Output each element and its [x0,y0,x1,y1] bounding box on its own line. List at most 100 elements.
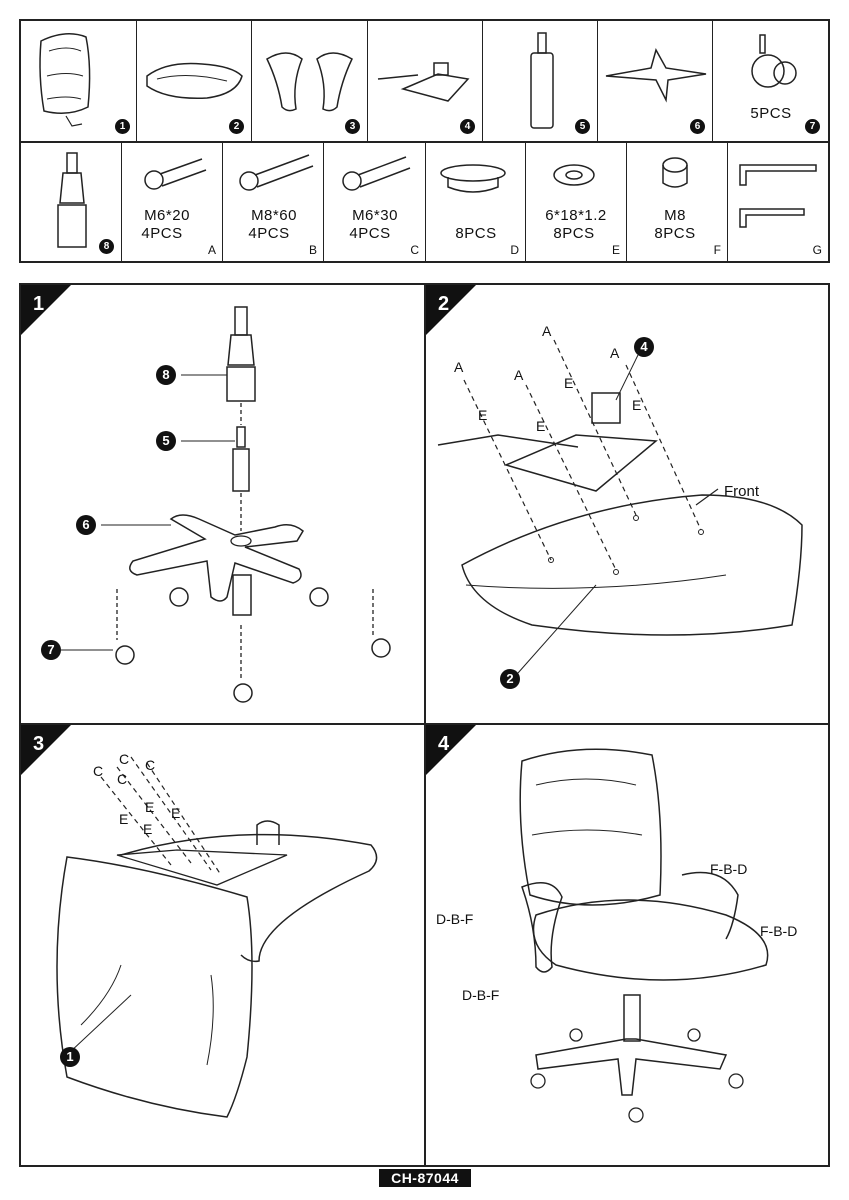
part-cell-g: G [728,143,828,261]
label-f-b-d-right-bottom: F-B-D [760,923,798,939]
part-number: 7 [805,119,820,134]
armrests-icon [266,52,353,112]
label-e: E [119,811,129,827]
backrest-to-seat-drawing [56,756,378,1118]
part-number: 6 [690,119,705,134]
chair-backrest-icon [39,33,91,127]
parts-table-divider [19,141,830,143]
cylinder-cover-icon [57,152,87,248]
chair-base-icon [605,48,707,103]
step-1-callout-5: 5 [156,431,176,451]
label-e: E [536,418,546,434]
part-cell-a: M6*20 4PCS A [122,143,223,261]
part-spec: M8*60 [251,207,297,224]
label-a: A [542,323,552,339]
label-d-b-f-left-bottom: D-B-F [462,987,500,1003]
part-letter: G [812,243,822,257]
part-cell-6: 6 [598,21,713,141]
label-c: C [119,751,130,767]
label-c: C [93,763,104,779]
part-cell-b: M8*60 4PCS B [223,143,324,261]
part-quantity: 5PCS [750,105,792,122]
part-letter: E [611,243,620,257]
step-1-callout-8: 8 [156,365,176,385]
label-front: Front [724,483,760,500]
label-a: A [610,345,620,361]
base-assembly-drawing [61,306,391,703]
step-1-callout-6: 6 [76,515,96,535]
step-number: 1 [33,293,45,315]
part-cell-3: 3 [252,21,368,141]
step-2-callout-4: 4 [634,337,654,357]
label-e: E [145,799,155,815]
step-badge [426,285,476,335]
step-4-panel: 4 F-B-D F-B-D D-B-F D-B-F [426,725,828,1165]
label-d-b-f-left-top: D-B-F [436,911,474,927]
part-quantity: 8PCS [455,225,497,242]
step-badge [21,285,71,335]
part-spec: M8 [664,207,686,224]
label-c: C [117,771,128,787]
label-f-b-d-right-top: F-B-D [710,861,748,877]
bolt-icon [144,158,207,190]
washer-icon [553,164,595,186]
step-badge [21,725,71,775]
gas-cylinder-icon [530,32,554,129]
part-quantity: 4PCS [141,225,183,242]
part-cell-5: 5 [483,21,598,141]
part-cell-e: 6*18*1.2 8PCS E [526,143,627,261]
label-e: E [143,821,153,837]
part-letter: D [510,243,519,257]
label-a: A [514,367,524,383]
label-e: E [632,397,642,413]
part-number: 2 [229,119,244,134]
part-number: 4 [460,119,475,134]
label-e: E [171,805,181,821]
part-number: 5 [575,119,590,134]
part-cell-8: 8 [21,143,122,261]
step-3-panel: 3 C C C C E E E E 1 [21,725,424,1165]
part-cell-4: 4 [368,21,483,141]
part-letter: C [410,243,419,257]
part-letter: A [207,243,216,257]
label-e: E [564,375,574,391]
part-cell-1: 1 [21,21,137,141]
step-number: 4 [438,733,450,755]
step-number: 2 [438,293,450,315]
steps-horizontal-divider [19,723,830,725]
label-a: A [454,359,464,375]
step-1-panel: 1 8 5 6 7 [21,285,424,723]
label-e: E [478,407,488,423]
part-number: 3 [345,119,360,134]
mechanism-to-seat-drawing [437,339,803,674]
part-number: 1 [115,119,130,134]
step-number: 3 [33,733,45,755]
step-2-panel: 2 A E A E A E A E Front 4 2 [426,285,828,723]
part-cell-7: 5PCS 7 [713,21,828,141]
part-spec: M6*20 [144,207,190,224]
label-c: C [145,757,156,773]
part-cell-2: 2 [137,21,252,141]
seat-mechanism-icon [377,62,470,102]
part-letter: F [713,243,721,257]
step-3-callout-1: 1 [60,1047,80,1067]
model-number: CH-87044 [379,1169,471,1187]
part-quantity: 8PCS [553,225,595,242]
part-number: 8 [99,239,114,254]
part-cell-d: 8PCS D [426,143,526,261]
part-letter: B [308,243,317,257]
steps-vertical-divider [424,283,426,1167]
caster-wheel-icon [751,34,797,88]
armrest-assembly-drawing [519,748,769,1123]
part-spec: M6*30 [352,207,398,224]
bolt-icon [239,154,314,191]
allen-key-icon [739,164,817,228]
part-quantity: 4PCS [248,225,290,242]
spacer-ring-icon [662,157,688,188]
part-spec: 6*18*1.2 [545,207,607,224]
end-cap-icon [440,164,506,193]
part-quantity: 4PCS [349,225,391,242]
part-cell-c: M6*30 4PCS C [324,143,426,261]
step-2-callout-2: 2 [500,669,520,689]
step-badge [426,725,476,775]
